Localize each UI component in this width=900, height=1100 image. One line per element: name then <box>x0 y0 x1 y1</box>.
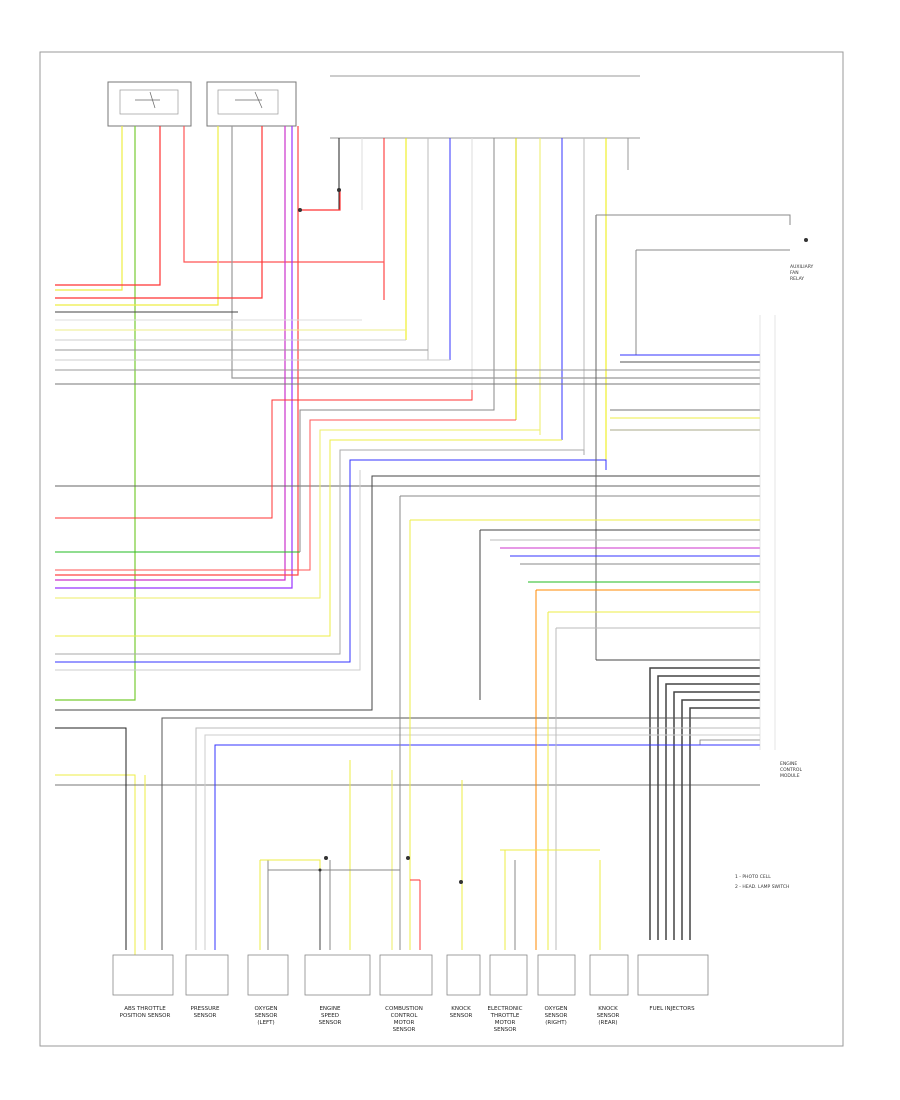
svg-text:SENSOR: SENSOR <box>545 1013 568 1019</box>
svg-text:ENGINE: ENGINE <box>780 761 797 767</box>
component-drops <box>55 496 760 950</box>
svg-text:AUXILIARY: AUXILIARY <box>790 264 814 270</box>
caption-combustion: COMBUSTION <box>385 1006 423 1012</box>
caption-electronic-throttle: ELECTRONIC <box>488 1006 523 1012</box>
svg-text:SENSOR: SENSOR <box>194 1013 217 1019</box>
caption-engine-speed: ENGINE <box>319 1006 341 1012</box>
relay-2 <box>206 81 297 127</box>
svg-text:CONTROL: CONTROL <box>391 1013 419 1019</box>
svg-text:SENSOR: SENSOR <box>450 1013 473 1019</box>
svg-text:SENSOR: SENSOR <box>393 1027 416 1033</box>
caption-abs-throttle: ABS THROTTLE <box>124 1006 166 1012</box>
legend-item-2: 2 - HEAD. LAMP SWITCH <box>735 884 789 890</box>
injector-bundle <box>649 667 760 940</box>
svg-text:RELAY: RELAY <box>790 276 804 282</box>
left-bus-wires <box>55 311 760 955</box>
svg-text:SENSOR: SENSOR <box>319 1020 342 1026</box>
svg-text:POSITION SENSOR: POSITION SENSOR <box>120 1013 171 1019</box>
svg-text:(RIGHT): (RIGHT) <box>545 1020 567 1026</box>
svg-text:FAN: FAN <box>790 270 799 276</box>
caption-oxygen-left: OXYGEN <box>255 1006 278 1012</box>
ecm-pin-column <box>759 315 776 750</box>
legend: 1 - PHOTO CELL 2 - HEAD. LAMP SWITCH <box>735 874 789 890</box>
caption-knock: KNOCK <box>451 1006 471 1012</box>
svg-text:(LEFT): (LEFT) <box>257 1020 274 1026</box>
svg-text:MOTOR: MOTOR <box>495 1020 516 1026</box>
bottom-components <box>112 954 709 996</box>
ecm-wires <box>400 214 791 661</box>
bottom-captions: ABS THROTTLE POSITION SENSOR PRESSURE SE… <box>120 1006 695 1033</box>
splice-dots <box>298 188 808 884</box>
caption-knock-rear: KNOCK <box>598 1006 618 1012</box>
legend-item-1: 1 - PHOTO CELL <box>735 874 771 880</box>
caption-oxygen-right: OXYGEN <box>545 1006 568 1012</box>
svg-text:SENSOR: SENSOR <box>597 1013 620 1019</box>
caption-pressure: PRESSURE <box>191 1006 220 1012</box>
caption-fuel-injectors: FUEL INJECTORS <box>649 1006 695 1012</box>
svg-text:SPEED: SPEED <box>321 1013 339 1019</box>
svg-text:CONTROL: CONTROL <box>780 767 802 773</box>
relay-wires <box>55 126 760 701</box>
top-pin-wires <box>338 138 629 470</box>
top-connector <box>330 75 640 139</box>
svg-text:MOTOR: MOTOR <box>394 1020 415 1026</box>
svg-text:SENSOR: SENSOR <box>494 1027 517 1033</box>
right-labels: AUXILIARY FAN RELAY ENGINE CONTROL MODUL… <box>780 264 814 779</box>
diagram-frame <box>39 51 844 1047</box>
svg-text:MODULE: MODULE <box>780 773 800 779</box>
relay-1 <box>107 81 192 127</box>
svg-text:SENSOR: SENSOR <box>255 1013 278 1019</box>
svg-text:THROTTLE: THROTTLE <box>490 1013 520 1019</box>
svg-text:(REAR): (REAR) <box>598 1020 617 1026</box>
